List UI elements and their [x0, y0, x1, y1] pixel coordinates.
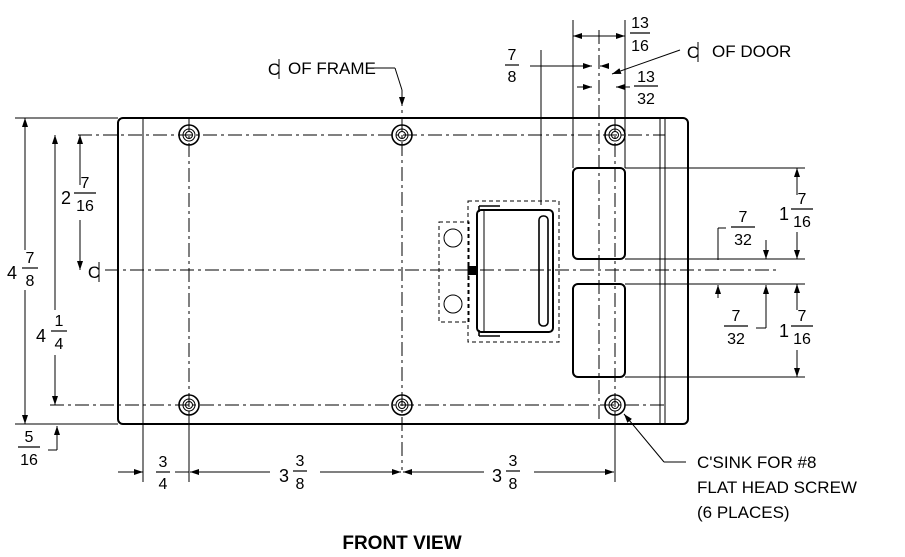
dim-right-1-7-16-a-whole: 1	[779, 204, 789, 224]
dim-bot-3-3-8-a-num: 3	[296, 453, 305, 470]
dim-right-1-7-16-b-whole: 1	[779, 321, 789, 341]
label-cl-of-frame: OF FRAME	[288, 59, 376, 78]
dim-right-7-32-a-den: 32	[734, 232, 752, 249]
dim-bot-3-3-8-b-num: 3	[509, 453, 518, 470]
dim-right-1-7-16-b-num: 7	[798, 308, 807, 325]
dim-left-2-7-16-den: 16	[76, 198, 94, 215]
dim-bot-3-3-8-a-whole: 3	[279, 466, 289, 486]
door-pad-lower	[572, 283, 626, 378]
dim-top-13-32-num: 13	[637, 69, 655, 86]
label-cl-of-door: OF DOOR	[712, 42, 791, 61]
dim-bot-3-4-num: 3	[159, 454, 168, 471]
dim-top-13-32-den: 32	[637, 91, 655, 108]
csink-hole-top-mid	[391, 124, 413, 146]
label-csink-line2: FLAT HEAD SCREW	[697, 478, 857, 497]
label-csink-line1: C'SINK FOR #8	[697, 453, 816, 472]
dim-left-4-7-8-den: 8	[26, 273, 35, 290]
door-pad-upper	[572, 167, 626, 260]
view-title: FRONT VIEW	[342, 533, 461, 554]
dim-left-4-7-8-whole: 4	[7, 263, 17, 283]
frame-outline	[117, 117, 689, 425]
centerline-symbol-left: C	[88, 262, 100, 282]
dim-left-4-1-4-num: 1	[55, 313, 64, 330]
dim-bot-3-3-8-a-den: 8	[296, 476, 305, 493]
dim-left-4-1-4-den: 4	[55, 336, 64, 353]
dim-right-1-7-16-a-num: 7	[798, 191, 807, 208]
csink-hole-top-left	[178, 124, 200, 146]
centerline-symbol-frame: C	[268, 59, 280, 79]
dim-top-7-8-den: 8	[508, 69, 517, 86]
dim-left-4-7-8-num: 7	[26, 250, 35, 267]
dim-right-7-32-b-num: 7	[732, 308, 741, 325]
dim-top-13-16-num: 13	[631, 15, 649, 32]
dim-bot-5-16-num: 5	[25, 429, 34, 446]
latch-assembly	[438, 200, 560, 343]
dim-right-7-32-a-num: 7	[739, 209, 748, 226]
dim-bot-3-3-8-b-den: 8	[509, 476, 518, 493]
dim-right-1-7-16-a-den: 16	[793, 214, 811, 231]
svg-text:C: C	[687, 43, 699, 62]
dim-right-1-7-16-b-den: 16	[793, 331, 811, 348]
svg-text:C: C	[268, 60, 280, 79]
dim-bot-3-3-8-b-whole: 3	[492, 466, 502, 486]
label-csink-line3: (6 PLACES)	[697, 503, 790, 522]
csink-hole-bottom-mid	[391, 394, 413, 416]
dim-left-2-7-16-num: 7	[81, 175, 90, 192]
centerline-symbol-door: C	[687, 42, 699, 62]
dim-left-4-1-4-whole: 4	[36, 326, 46, 346]
dim-top-7-8-num: 7	[508, 47, 517, 64]
dim-bot-3-4-den: 4	[159, 476, 168, 493]
dim-top-13-16-den: 16	[631, 38, 649, 55]
dim-left-2-7-16-whole: 2	[61, 188, 71, 208]
dim-bot-5-16-den: 16	[20, 452, 38, 469]
svg-text:C: C	[88, 263, 100, 282]
dim-right-7-32-b-den: 32	[727, 331, 745, 348]
